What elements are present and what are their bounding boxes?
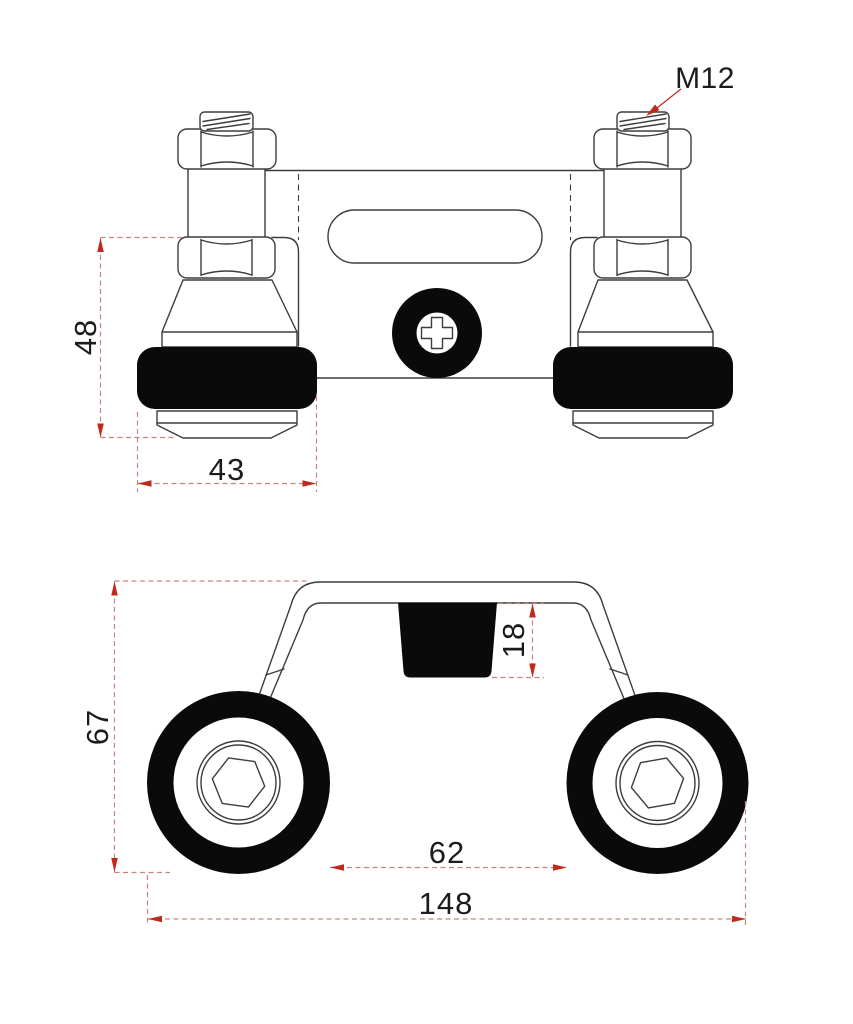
mounting-plate	[229, 169, 641, 379]
center-guide-block	[398, 602, 497, 678]
side-view	[97, 88, 733, 492]
right-upper-nut	[593, 128, 692, 170]
dim-148-lines	[146, 801, 747, 926]
right-cone-hub	[577, 279, 714, 348]
dim-43-label: 43	[208, 452, 246, 487]
right-bottom-hub	[572, 410, 714, 439]
phillips-cross-icon	[420, 316, 454, 350]
dim-43-lines	[136, 396, 318, 492]
dim-62-label: 62	[428, 835, 466, 870]
left-wheel	[147, 691, 330, 874]
front-view	[111, 580, 749, 926]
dim-18-label: 18	[496, 621, 531, 659]
right-tire	[553, 347, 733, 409]
right-hex-socket-icon	[630, 757, 685, 809]
dim-67-label: 67	[80, 708, 115, 746]
right-thread-cap	[616, 111, 670, 132]
left-bottom-hub	[156, 410, 298, 439]
left-roller-assembly	[137, 111, 317, 439]
right-bolt-shaft	[603, 163, 682, 239]
slot-hole	[327, 209, 543, 264]
dim-48-lines	[97, 236, 184, 439]
dim-48-label: 48	[68, 318, 103, 356]
right-roller-assembly	[553, 111, 733, 439]
left-hex-socket-icon	[211, 757, 266, 808]
phillips-screw	[392, 288, 482, 378]
m12-callout-label: M12	[675, 62, 735, 95]
left-tire	[137, 347, 317, 409]
right-lower-nut	[593, 236, 692, 279]
dim-148-label: 148	[418, 886, 474, 921]
dim-18-lines	[492, 602, 544, 679]
left-lower-nut	[177, 236, 276, 279]
left-bolt-shaft	[187, 163, 266, 239]
dim-62-lines	[330, 864, 567, 871]
m12-leader	[646, 88, 682, 116]
left-thread-cap	[199, 111, 254, 132]
left-cone-hub	[161, 279, 298, 348]
dim-67-lines	[111, 580, 310, 874]
right-wheel	[566, 692, 749, 874]
left-upper-nut	[177, 128, 277, 170]
